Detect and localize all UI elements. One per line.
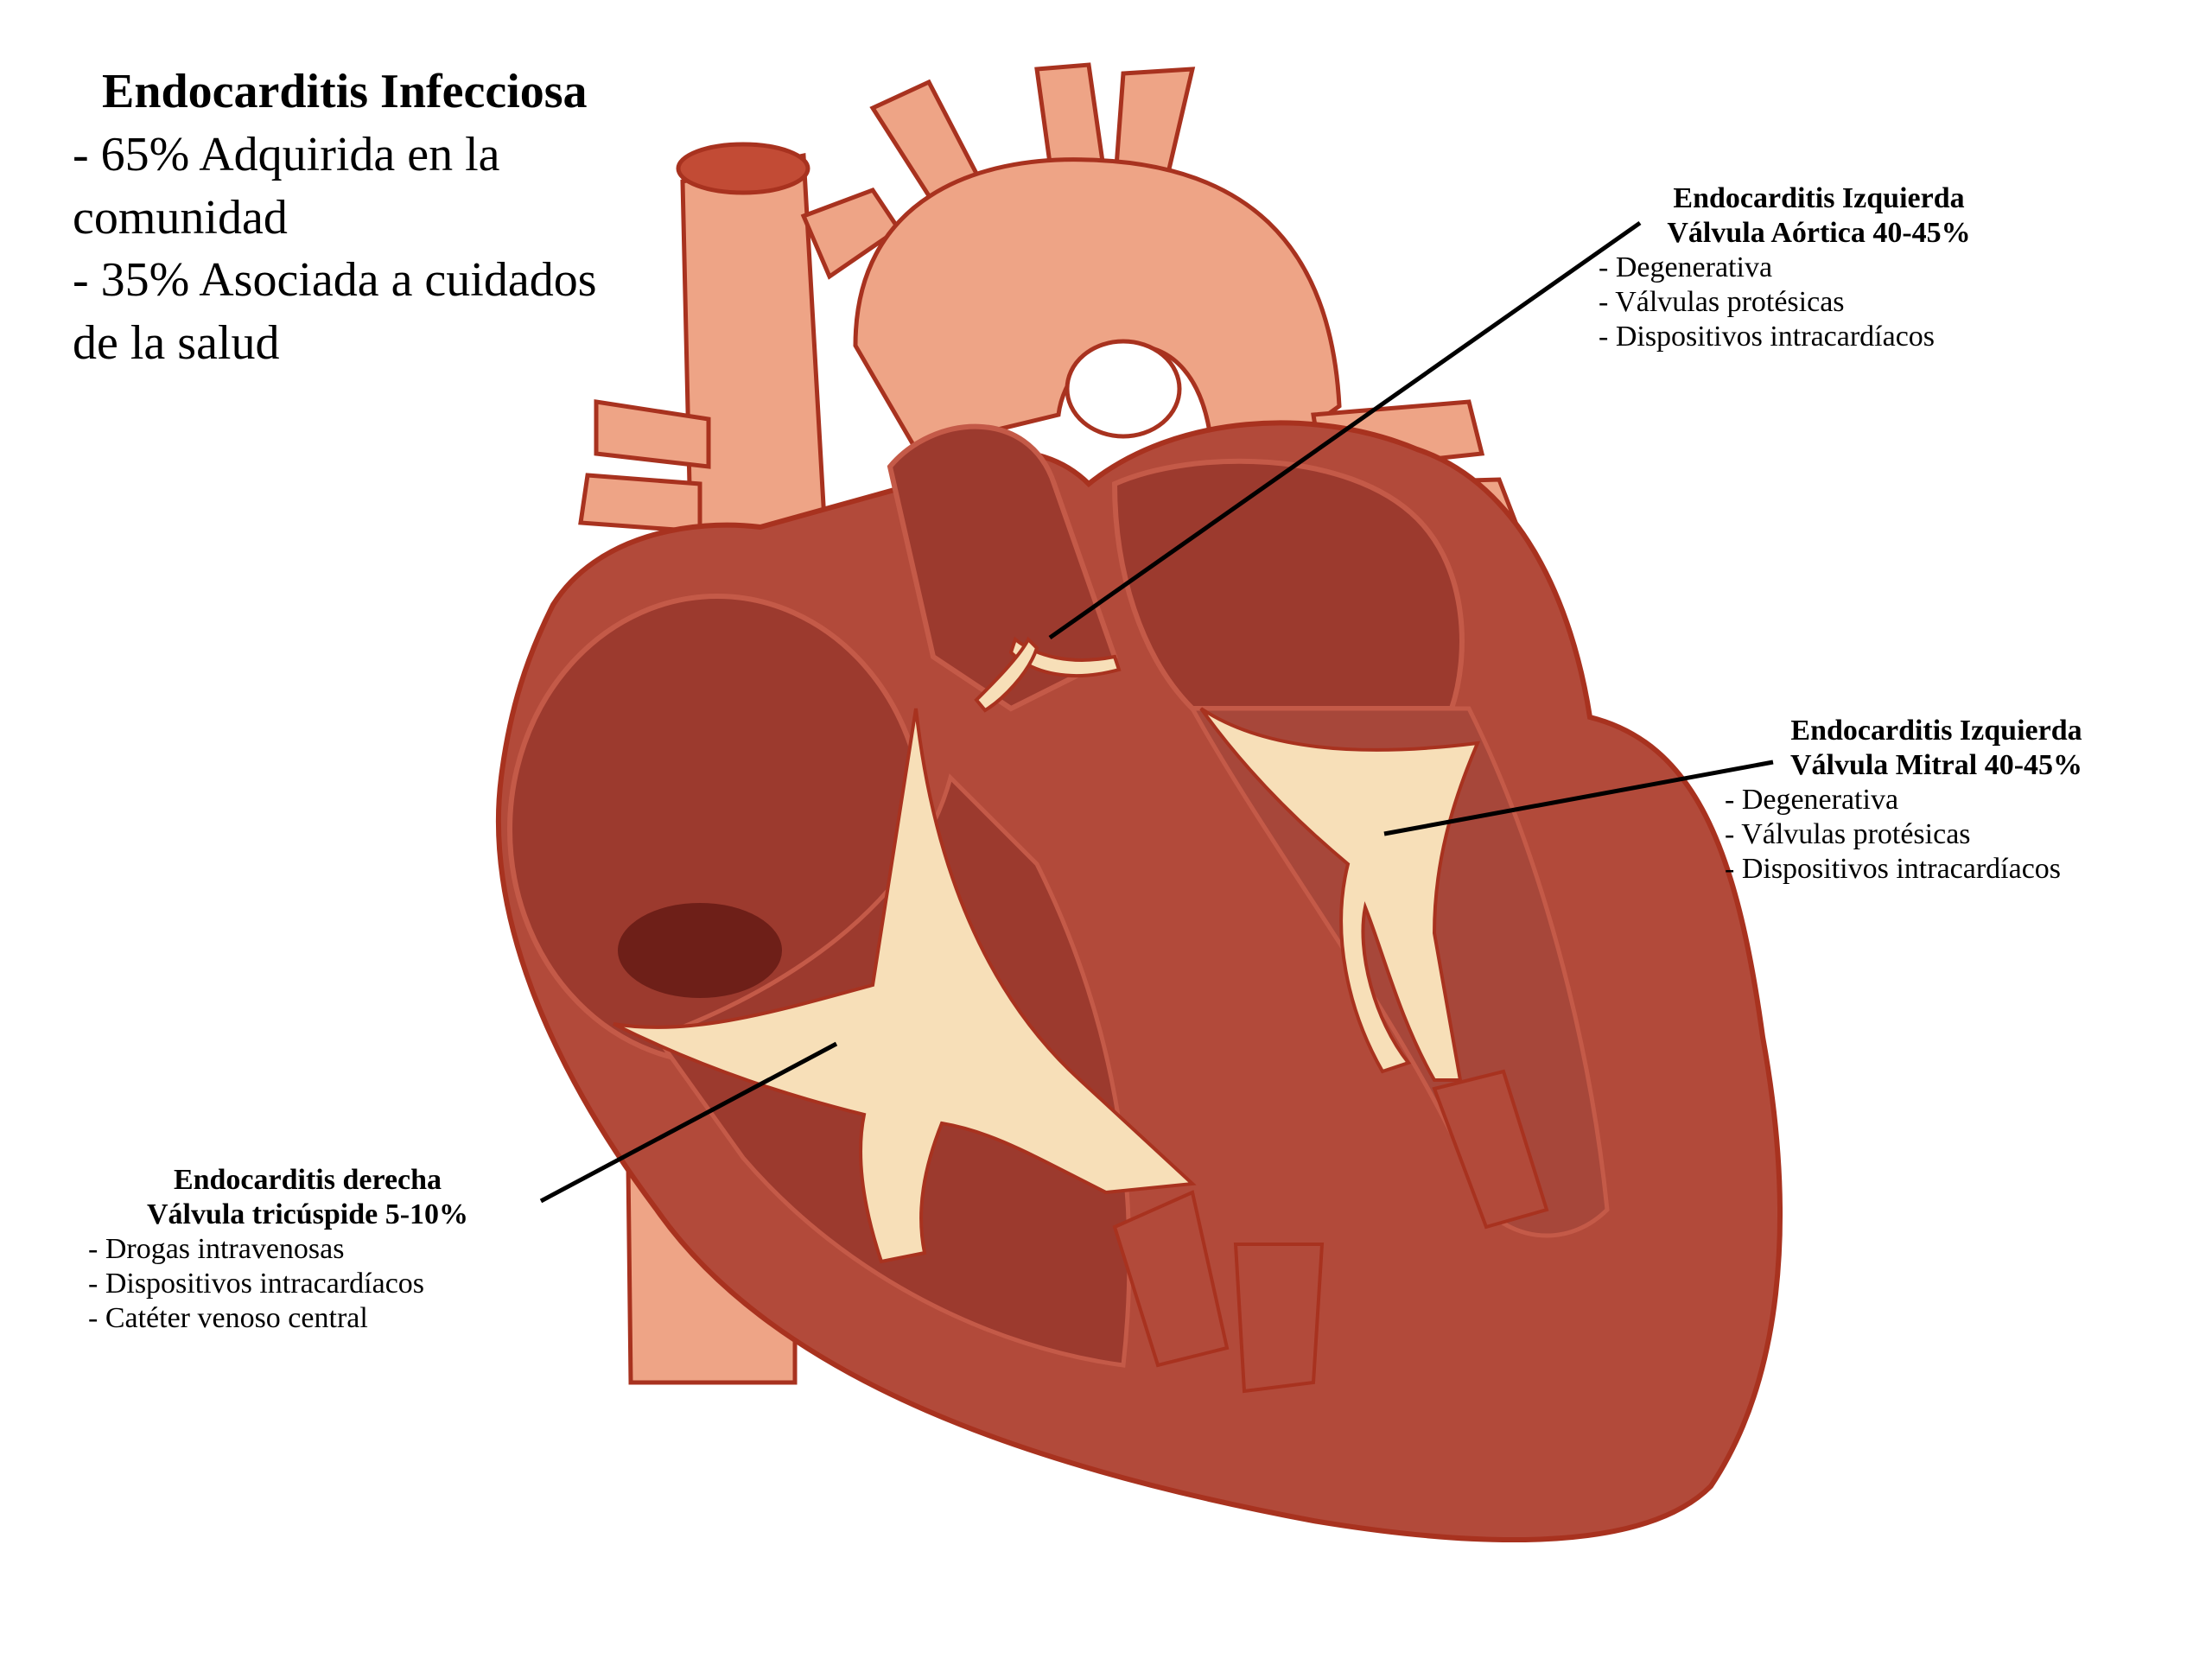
summary-line: - 35% Asociada a cuidados <box>73 253 597 308</box>
tricuspid-cause-item: - Catéter venoso central <box>88 1302 368 1335</box>
aortic-arch <box>853 62 1342 452</box>
mitral-valve-callout: Endocarditis Izquierda Válvula Mitral 40… <box>1725 714 2148 887</box>
mitral-valve <box>1199 707 1481 1082</box>
tricuspid-valve-callout: Endocarditis derecha Válvula tricúspide … <box>88 1163 527 1337</box>
aortic-cause-item: - Dispositivos intracardíacos <box>1599 321 1936 353</box>
pointer-lines <box>539 220 1774 1204</box>
tricuspid-callout-heading: Endocarditis derecha <box>173 1164 442 1196</box>
main-title: Endocarditis Infecciosa <box>102 65 588 118</box>
tricuspid-callout-subheading: Válvula tricúspide 5-10% <box>146 1198 469 1231</box>
tricuspid-cause-item: - Dispositivos intracardíacos <box>88 1268 425 1300</box>
summary-line: - 65% Adquirida en la <box>73 127 500 181</box>
aortic-valve <box>974 636 1122 713</box>
tricuspid-valve <box>613 708 1197 1264</box>
mitral-cause-item: - Degenerativa <box>1725 784 1899 817</box>
aortic-pointer-line <box>1048 220 1642 640</box>
mitral-cause-item: - Dispositivos intracardíacos <box>1725 853 2062 886</box>
mitral-callout-subheading: Válvula Mitral 40-45% <box>1789 749 2083 782</box>
mitral-cause-item: - Válvulas protésicas <box>1725 818 1971 851</box>
summary-block: Endocarditis Infecciosa - 65% Adquirida … <box>73 60 596 375</box>
aortic-outflow <box>887 423 1118 712</box>
tricuspid-pointer-line <box>539 1041 838 1204</box>
aortic-valve-callout: Endocarditis Izquierda Válvula Aórtica 4… <box>1599 181 2039 355</box>
summary-line: comunidad <box>73 190 288 245</box>
mitral-pointer-line <box>1383 760 1774 836</box>
mitral-callout-heading: Endocarditis Izquierda <box>1790 715 2082 747</box>
summary-line: de la salud <box>73 316 280 371</box>
aortic-callout-subheading: Válvula Aórtica 40-45% <box>1667 217 1971 250</box>
tricuspid-cause-item: - Drogas intravenosas <box>88 1233 345 1266</box>
aortic-cause-item: - Válvulas protésicas <box>1599 286 1845 319</box>
aortic-callout-heading: Endocarditis Izquierda <box>1673 182 1965 214</box>
aortic-cause-item: - Degenerativa <box>1599 251 1773 284</box>
coronary-sinus-opening <box>618 903 782 998</box>
papillary-muscles <box>1112 1069 1549 1394</box>
left-atrium <box>1111 458 1465 711</box>
